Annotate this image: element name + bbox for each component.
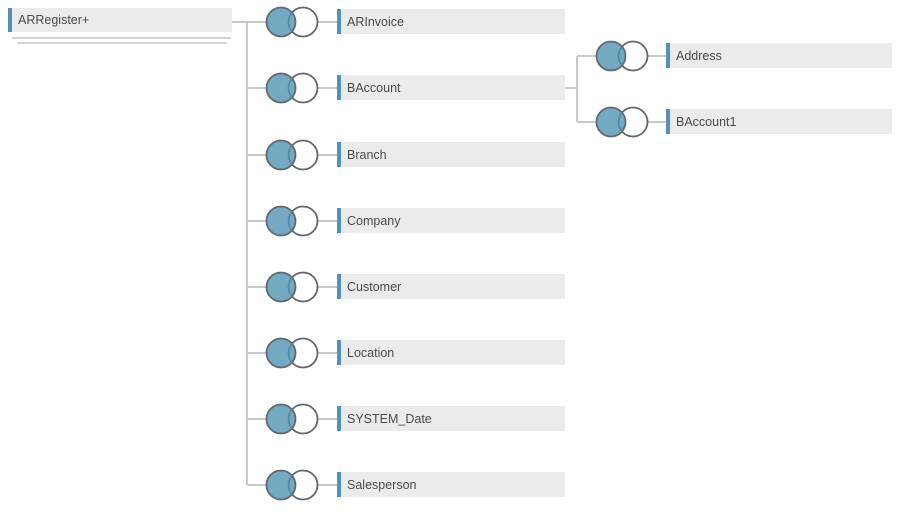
table-accent-bar: [337, 208, 341, 233]
union-sheet-line: [12, 37, 231, 39]
table-label: BAccount: [347, 80, 401, 95]
table-label: ARInvoice: [347, 14, 404, 29]
table-box-baccount1[interactable]: BAccount1: [666, 109, 892, 134]
table-box-arinvoice[interactable]: ARInvoice: [337, 9, 565, 34]
table-accent-bar: [337, 142, 341, 167]
left-join-venn-icon[interactable]: [594, 39, 652, 78]
table-box-address[interactable]: Address: [666, 43, 892, 68]
left-join-venn-icon[interactable]: [264, 138, 322, 177]
table-accent-bar: [337, 472, 341, 497]
left-join-venn-icon[interactable]: [264, 336, 322, 375]
table-box-salesperson[interactable]: Salesperson: [337, 472, 565, 497]
table-box-system-date[interactable]: SYSTEM_Date: [337, 406, 565, 431]
table-accent-bar: [337, 340, 341, 365]
table-label: Location: [347, 345, 395, 360]
table-box-location[interactable]: Location: [337, 340, 565, 365]
root-table-label: ARRegister+: [18, 13, 90, 27]
left-join-venn-icon[interactable]: [264, 71, 322, 110]
left-join-venn-icon[interactable]: [264, 402, 322, 441]
table-box-company[interactable]: Company: [337, 208, 565, 233]
table-label: BAccount1: [676, 114, 737, 129]
table-label: Salesperson: [347, 477, 417, 492]
table-accent-bar: [666, 43, 670, 68]
table-label: Branch: [347, 147, 387, 162]
table-label: Company: [347, 213, 401, 228]
left-join-venn-icon[interactable]: [264, 270, 322, 309]
table-accent-bar: [337, 75, 341, 100]
table-accent-bar: [337, 9, 341, 34]
table-label: SYSTEM_Date: [347, 411, 432, 426]
table-box-branch[interactable]: Branch: [337, 142, 565, 167]
table-accent-bar: [337, 274, 341, 299]
table-box-customer[interactable]: Customer: [337, 274, 565, 299]
root-table-box[interactable]: ARRegister+: [8, 8, 232, 32]
left-join-venn-icon[interactable]: [264, 204, 322, 243]
left-join-venn-icon[interactable]: [594, 105, 652, 144]
table-accent-bar: [8, 8, 12, 32]
union-sheet-line: [17, 42, 227, 44]
left-join-venn-icon[interactable]: [264, 5, 322, 44]
table-accent-bar: [337, 406, 341, 431]
left-join-venn-icon[interactable]: [264, 468, 322, 507]
table-label: Address: [676, 48, 722, 63]
table-accent-bar: [666, 109, 670, 134]
table-box-baccount[interactable]: BAccount: [337, 75, 565, 100]
table-label: Customer: [347, 279, 402, 294]
